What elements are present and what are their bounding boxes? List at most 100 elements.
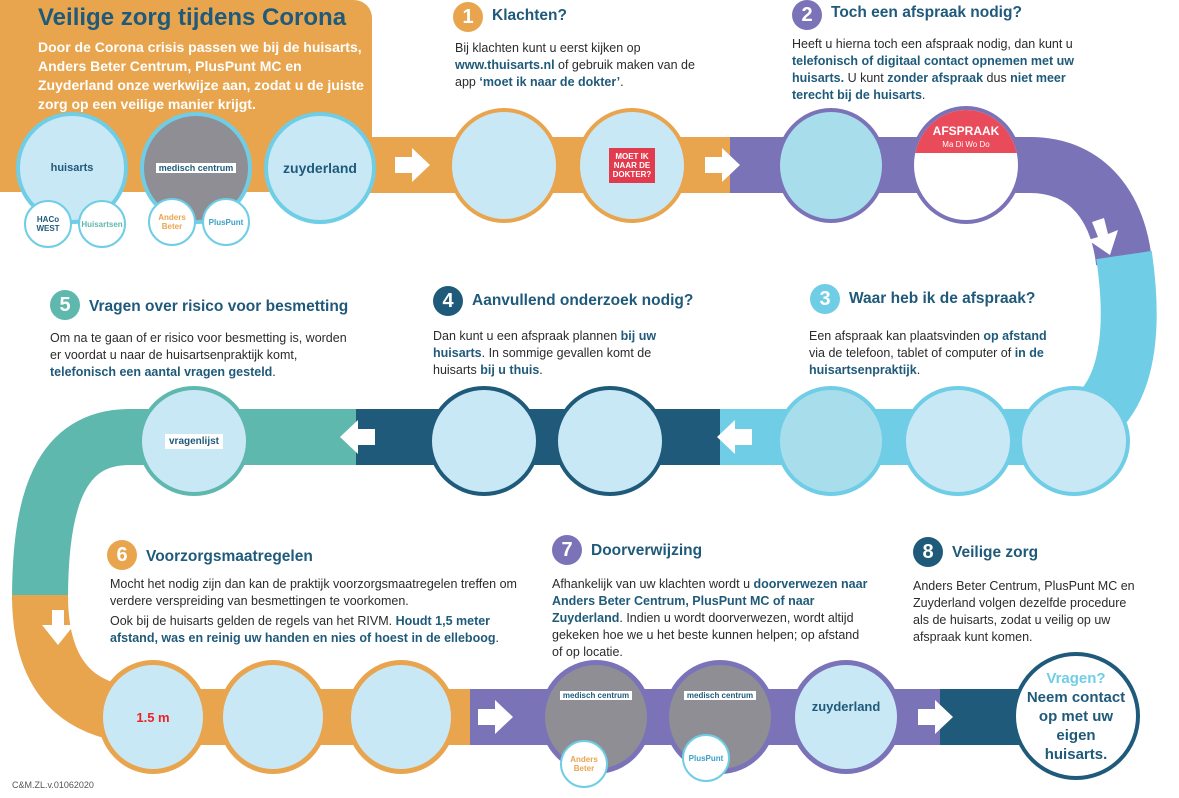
step-number-badge: 3 <box>810 284 840 314</box>
step-title: Klachten? <box>492 7 567 24</box>
arrow-left-icon <box>340 420 375 454</box>
text-segment: Mocht het nodig zijn dan kan de praktijk… <box>110 577 517 608</box>
text-segment: Een afspraak kan plaatsvinden <box>809 329 984 343</box>
anders-beter-logo: Anders Beter <box>560 740 608 788</box>
huisartsen-logo: Huisartsen <box>78 200 126 248</box>
medisch-centrum-label: medisch centrum <box>683 691 757 700</box>
step-number-badge: 1 <box>453 2 483 32</box>
step-title: Veilige zorg <box>952 544 1039 561</box>
step-body: Anders Beter Centrum, PlusPunt MC en Zuy… <box>913 578 1143 646</box>
medisch-centrum-label: medisch centrum <box>155 163 237 173</box>
step-body-2: Ook bij de huisarts gelden de regels van… <box>110 613 520 647</box>
step-number-badge: 7 <box>552 535 582 565</box>
pluspunt-logo: PlusPunt <box>682 734 730 782</box>
step-body: Een afspraak kan plaatsvinden op afstand… <box>809 328 1049 379</box>
text-segment: in de huisartsenpraktijk <box>809 346 1044 377</box>
doctor-patient-illustration <box>554 386 666 496</box>
arrow-down-icon <box>1088 218 1118 255</box>
vragenlijst-label: vragenlijst <box>164 433 224 449</box>
text-segment: bij u thuis <box>480 363 540 377</box>
text-segment: telefonisch een aantal vragen gesteld <box>50 365 273 379</box>
step-number-badge: 5 <box>50 290 80 320</box>
text-segment: zonder afspraak <box>887 71 984 85</box>
text-segment: Ook bij de huisarts gelden de regels van… <box>110 614 396 628</box>
video-call-illustration <box>902 386 1014 496</box>
arrow-down-icon <box>42 610 74 645</box>
medisch-centrum-label: medisch centrum <box>559 691 633 700</box>
text-segment: . <box>916 363 921 377</box>
text-segment: Bij klachten kunt u eerst kijken op <box>455 41 641 55</box>
patient-computer-illustration <box>1018 386 1130 496</box>
text-segment: . Indien u wordt doorverwezen, wordt alt… <box>552 611 860 659</box>
step-number-badge: 2 <box>792 0 822 30</box>
version-code: C&M.ZL.v.01062020 <box>12 780 94 790</box>
text-segment: www.thuisarts.nl <box>455 58 555 72</box>
step-body: Afhankelijk van uw klachten wordt u door… <box>552 576 872 661</box>
text-segment: Om na te gaan of er risico voor besmetti… <box>50 331 347 362</box>
contact-circle: Vragen? Neem contact op met uw eigen hui… <box>1012 652 1140 780</box>
huisarts-illustration: huisarts <box>16 112 128 224</box>
assistant-phone-illustration <box>776 386 886 496</box>
thuisarts-computer-illustration <box>448 108 560 223</box>
zuyderland-building-illustration: zuyderland <box>790 660 902 774</box>
text-segment: telefonisch of digitaal contact opnemen … <box>792 54 1074 85</box>
haco-west-logo: HACo WEST <box>24 200 72 248</box>
text-segment: . <box>495 631 499 645</box>
phone-call-illustration <box>776 108 886 223</box>
step-title: Aanvullend onderzoek nodig? <box>472 292 694 309</box>
arrow-right-icon <box>705 148 740 182</box>
pluspunt-logo: PlusPunt <box>202 198 250 246</box>
distance-illustration: 1.5 m <box>98 660 208 774</box>
zuyderland-label: zuyderland <box>811 699 881 714</box>
text-segment: Afhankelijk van uw klachten wordt u <box>552 577 754 591</box>
step-title: Doorverwijzing <box>591 542 703 559</box>
step-number-badge: 6 <box>107 540 137 570</box>
zuyderland-label: zuyderland <box>283 160 357 176</box>
page-title: Veilige zorg tijdens Corona <box>38 4 347 31</box>
step-body: Om na te gaan of er risico voor besmetti… <box>50 330 360 381</box>
contact-question: Vragen? <box>1046 669 1106 687</box>
arrow-right-icon <box>918 700 953 734</box>
text-segment: . In sommige gevallen komt de huisarts <box>433 346 652 377</box>
ribbon-purple-top <box>730 137 1152 267</box>
zuyderland-illustration: zuyderland <box>264 112 376 224</box>
step-body: Heeft u hierna toch een afspraak nodig, … <box>792 36 1092 104</box>
text-segment: of gebruik maken van de app <box>455 58 695 89</box>
step-body: Bij klachten kunt u eerst kijken op www.… <box>455 40 695 91</box>
step-title: Vragen over risico voor besmetting <box>89 298 349 315</box>
step-number-badge: 4 <box>433 286 463 316</box>
huisarts-label: huisarts <box>50 162 94 174</box>
arrow-left-icon <box>717 420 752 454</box>
anders-beter-building-illustration: medisch centrum <box>540 660 652 774</box>
arrow-right-icon <box>395 148 430 182</box>
text-segment: . <box>539 363 543 377</box>
text-segment: Anders Beter Centrum, PlusPunt MC en Zuy… <box>913 579 1135 644</box>
text-segment: via de telefoon, tablet of computer of <box>809 346 1015 360</box>
text-segment: . <box>620 75 624 89</box>
step-body: Dan kunt u een afspraak plannen bij uw h… <box>433 328 683 379</box>
text-segment: dus <box>983 71 1011 85</box>
ribbon-teal <box>12 409 356 601</box>
text-segment: Dan kunt u een afspraak plannen <box>433 329 621 343</box>
step-number-badge: 8 <box>913 537 943 567</box>
text-segment: ‘moet ik naar de dokter’ <box>479 75 621 89</box>
text-segment: U kunt <box>844 71 888 85</box>
sneeze-elbow-illustration <box>346 660 456 774</box>
phone-app-illustration: MOET IK NAAR DE DOKTER? <box>576 108 688 223</box>
app-screen-label: MOET IK NAAR DE DOKTER? <box>609 148 655 183</box>
text-segment: niet meer terecht bij de huisarts <box>792 71 1066 102</box>
text-segment: doorverwezen naar Anders Beter Centrum, … <box>552 577 868 625</box>
text-segment: op afstand <box>983 329 1047 343</box>
text-segment: bij uw huisarts <box>433 329 657 360</box>
text-segment: Houdt 1,5 meter afstand, was en reinig u… <box>110 614 496 645</box>
weekdays-label: Ma Di Wo Do <box>914 140 1018 153</box>
text-segment: Heeft u hierna toch een afspraak nodig, … <box>792 37 1073 51</box>
anders-beter-logo: Anders Beter <box>148 198 196 246</box>
contact-text: Neem contact op met uw eigen huisarts. <box>1026 688 1126 763</box>
arrow-right-icon <box>478 700 513 734</box>
text-segment: . <box>921 88 926 102</box>
step-body: Mocht het nodig zijn dan kan de praktijk… <box>110 576 520 610</box>
home-visit-illustration <box>428 386 540 496</box>
hand-washing-illustration <box>218 660 328 774</box>
